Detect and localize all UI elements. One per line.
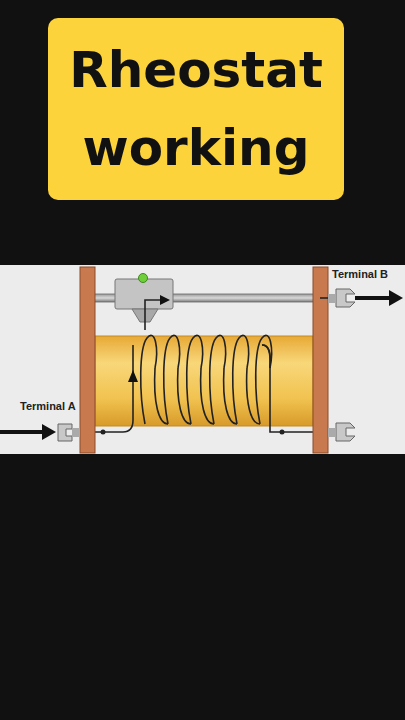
ceramic-cylinder: [95, 336, 313, 426]
title-banner: Rheostat working: [48, 18, 344, 200]
wire-dot: [280, 430, 285, 435]
current-arrow: [160, 295, 170, 305]
sliding-contact: [115, 279, 173, 309]
wire: [320, 297, 328, 299]
end-post: [80, 267, 95, 453]
title-text: Rheostat working: [61, 31, 331, 187]
terminal-label: Terminal A: [20, 400, 76, 412]
current-arrow: [389, 290, 403, 306]
end-post: [313, 267, 328, 453]
coil-winding: [256, 335, 272, 424]
wire: [145, 300, 165, 330]
current-arrow: [0, 430, 44, 434]
wire-dot: [101, 430, 106, 435]
terminal-clamp: [58, 289, 355, 441]
resistance-coil: [141, 335, 272, 424]
terminal-screw: [72, 428, 80, 437]
current-arrow: [355, 296, 390, 300]
terminal-label: Terminal B: [332, 268, 388, 280]
slider-knob: [139, 274, 148, 283]
terminal-screw: [328, 294, 336, 303]
diagram-panel: [0, 265, 405, 454]
current-arrow: [128, 370, 138, 382]
terminal-screw: [328, 428, 336, 437]
current-arrow: [42, 424, 56, 440]
